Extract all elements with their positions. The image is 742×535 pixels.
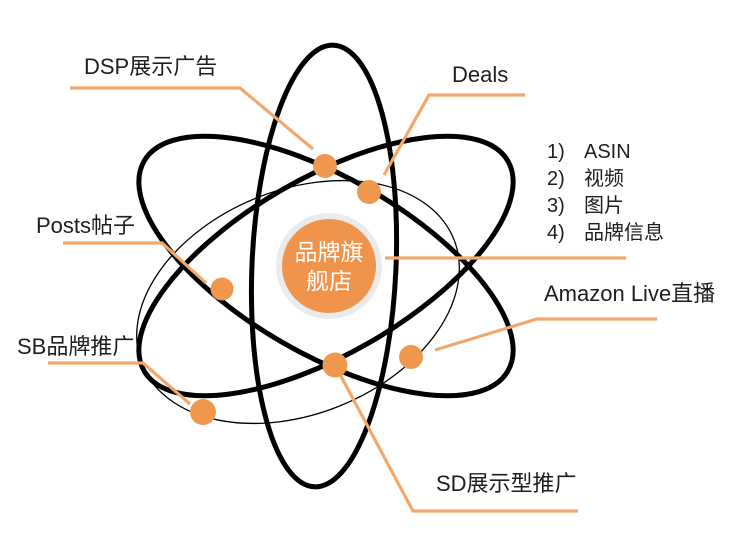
list-item-label: 品牌信息 (584, 222, 664, 244)
node-dot-posts (210, 277, 234, 301)
connector-deals (382, 93, 525, 176)
list-item-number: 4) (547, 222, 565, 244)
nucleus-label-line2: 舰店 (306, 268, 352, 294)
connector-sb (48, 361, 192, 406)
nucleus-circle (282, 219, 376, 313)
connector-sd (333, 364, 578, 513)
label-sd: SD展示型推广 (436, 471, 577, 496)
node-dot-deals (357, 180, 381, 204)
list-item: 3) 图片 (547, 193, 664, 220)
list-item: 1) ASIN (547, 139, 664, 166)
orbit-ellipse-vertical (248, 42, 400, 490)
list-item-label: ASIN (584, 141, 631, 163)
list-item-number: 1) (547, 141, 565, 163)
list-item: 4) 品牌信息 (547, 220, 664, 247)
connector-dsp (70, 86, 315, 151)
connector-amazon-live (434, 317, 657, 352)
node-dot-sb (190, 399, 216, 425)
node-dot-dsp (313, 154, 337, 178)
label-deals: Deals (452, 62, 509, 87)
label-dsp: DSP展示广告 (84, 54, 218, 79)
label-posts: Posts帖子 (36, 213, 136, 238)
flagship-feature-list: 1) ASIN 2) 视频 3) 图片 4) 品牌信息 (547, 139, 664, 247)
label-sb: SB品牌推广 (17, 334, 135, 359)
orbit-ellipse-right-tilt (136, 133, 516, 399)
list-item-label: 视频 (584, 168, 624, 190)
list-item-label: 图片 (584, 195, 624, 217)
list-item: 2) 视频 (547, 166, 664, 193)
list-item-number: 2) (547, 168, 565, 190)
node-dot-amazon-live (399, 345, 423, 369)
label-amazon-live: Amazon Live直播 (544, 281, 716, 306)
node-dot-sd (322, 352, 348, 378)
connector-posts (63, 241, 208, 285)
nucleus-label-line1: 品牌旗 (294, 239, 364, 265)
nucleus-label: 品牌旗 舰店 (269, 237, 389, 297)
list-item-number: 3) (547, 195, 565, 217)
